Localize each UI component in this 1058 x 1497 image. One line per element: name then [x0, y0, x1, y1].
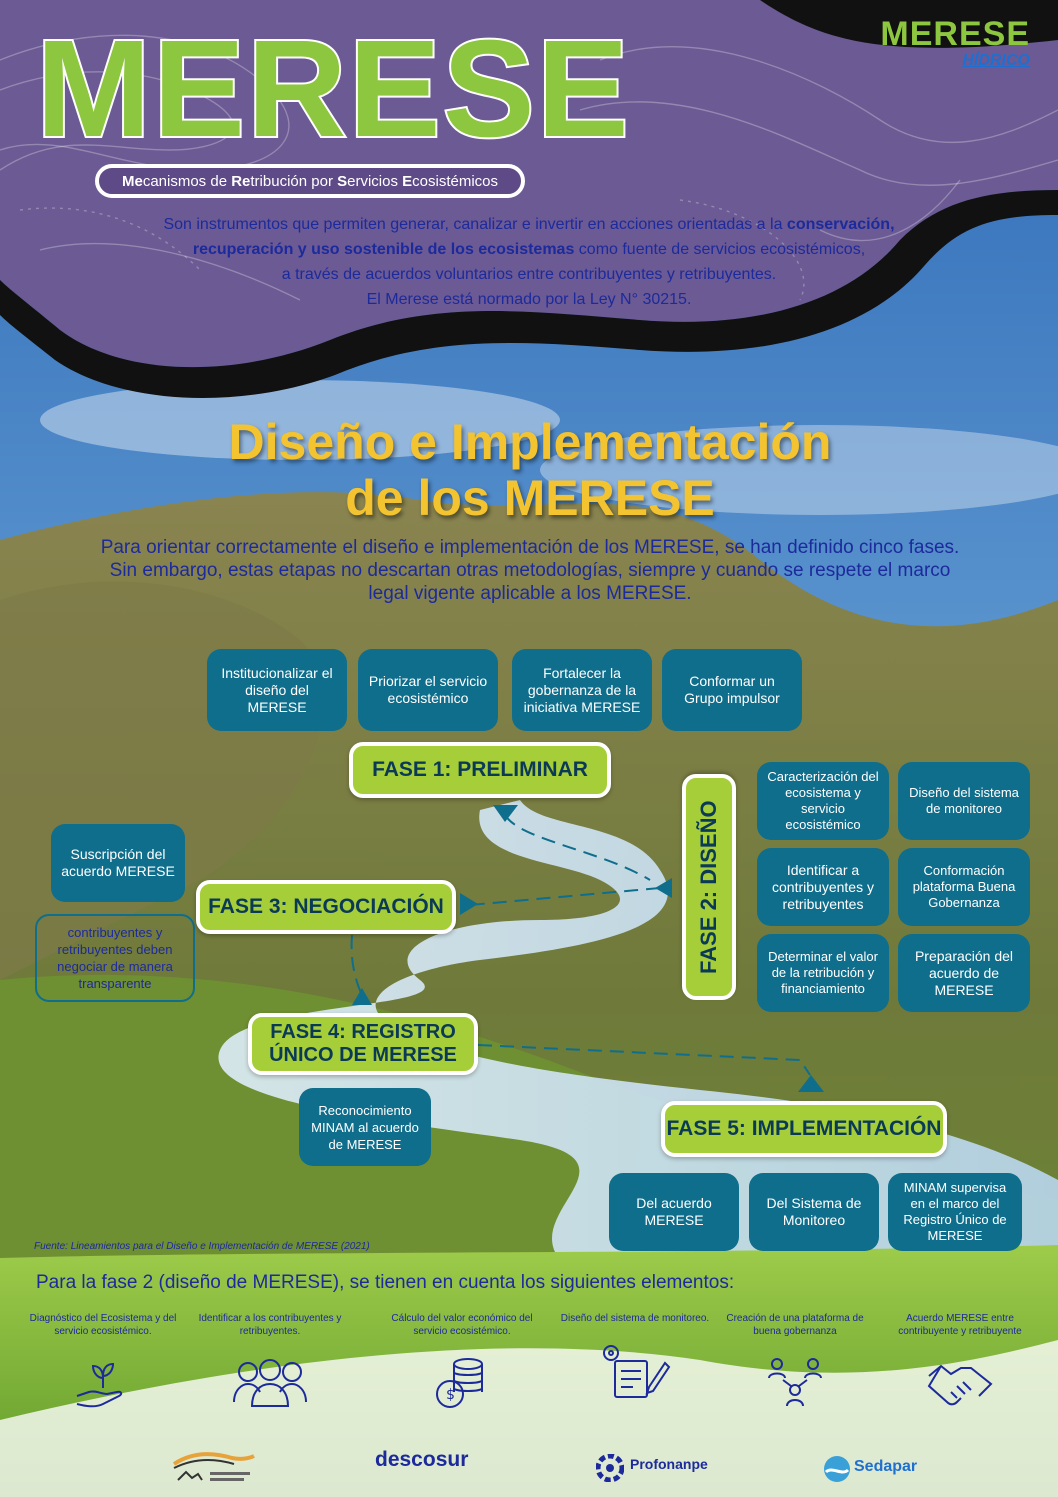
- logo-sub-text: HÍDRICO: [962, 52, 1030, 69]
- f4-box: Reconocimiento MINAM al acuerdo de MERES…: [299, 1088, 431, 1166]
- acronym-part-3-rest: ervicios: [347, 172, 403, 190]
- f3-box: Suscripción del acuerdo MERESE: [51, 824, 185, 902]
- acronym-badge: Mecanismos de Retribución por Servicios …: [95, 164, 525, 198]
- merese-hidrico-logo: MERESE HÍDRICO: [862, 16, 1030, 76]
- element-5-label: Creación de una plataforma de buena gobe…: [726, 1313, 864, 1337]
- f1-box-3: Fortalecer la gobernanza de la iniciativ…: [512, 649, 652, 731]
- main-title-line1: Diseño e Implementación: [228, 414, 832, 470]
- intro-text: Son instrumentos que permiten generar, c…: [60, 212, 998, 312]
- main-subtitle: Para orientar correctamente el diseño e …: [100, 537, 960, 604]
- element-4-label: Diseño del sistema de monitoreo.: [560, 1313, 710, 1324]
- bottom-heading: Para la fase 2 (diseño de MERESE), se ti…: [36, 1272, 735, 1293]
- f5-box-3: MINAM supervisa en el marco del Registro…: [888, 1173, 1022, 1251]
- element-2-label: Identificar a los contribuyentes y retri…: [198, 1313, 342, 1337]
- element-4: Diseño del sistema de monitoreo.: [555, 1312, 715, 1399]
- main-title: Diseño e Implementación de los MERESE: [100, 414, 960, 526]
- element-5: Creación de una plataforma de buena gobe…: [715, 1312, 875, 1412]
- f2-box-4: Conformación plataforma Buena Gobernanza: [898, 848, 1030, 926]
- main-title-line2: de los MERESE: [345, 470, 715, 526]
- phase-5-label: FASE 5: IMPLEMENTACIÓN: [661, 1101, 947, 1157]
- water-drop-logo-icon: [824, 1456, 850, 1482]
- acronym-part-2-bold: Re: [231, 172, 251, 190]
- acronym-part-1-bold: Me: [121, 172, 143, 190]
- f5-box-2: Del Sistema de Monitoreo: [749, 1173, 879, 1251]
- f5-box-1: Del acuerdo MERESE: [609, 1173, 739, 1251]
- acronym-part-1-rest: canismos de: [142, 172, 232, 190]
- phase-4-label: FASE 4: REGISTRO ÚNICO DE MERESE: [248, 1013, 478, 1075]
- element-2: Identificar a los contribuyentes y retri…: [190, 1312, 350, 1410]
- acronym-part-4-bold: E: [402, 172, 413, 190]
- element-6-label: Acuerdo MERESE entre contribuyente y ret…: [898, 1313, 1022, 1337]
- hand-plant-icon: [76, 1362, 123, 1408]
- partner-descosur: descosur: [375, 1448, 469, 1471]
- profonanpe-logo: [595, 1453, 625, 1486]
- svg-text:$: $: [446, 1387, 455, 1403]
- f3-note: contribuyentes y retribuyentes deben neg…: [35, 914, 195, 1002]
- partner-sedapar: Sedapar: [854, 1458, 918, 1475]
- f2-box-2: Diseño del sistema de monitoreo: [898, 762, 1030, 840]
- element-6: Acuerdo MERESE entre contribuyente y ret…: [880, 1312, 1040, 1410]
- intro-line2b: como fuente de servicios ecosistémicos,: [574, 241, 866, 258]
- handshake-icon: [927, 1364, 993, 1406]
- source-note: Fuente: Lineamientos para el Diseño e Im…: [34, 1241, 370, 1252]
- flower-logo-icon: [595, 1453, 625, 1483]
- element-1: Diagnóstico del Ecosistema y del servici…: [23, 1312, 183, 1410]
- intro-line2a: recuperación y uso sostenible de los eco…: [192, 241, 575, 258]
- f2-box-3: Identificar a contribuyentes y retribuye…: [757, 848, 889, 926]
- element-3: Cálculo del valor económico del servicio…: [382, 1312, 542, 1410]
- acronym-part-4-rest: cosistémicos: [412, 172, 499, 190]
- phase-1-label: FASE 1: PRELIMINAR: [349, 742, 611, 798]
- intro-line1a: Son instrumentos que permiten generar, c…: [163, 216, 787, 233]
- logo-main-text: MERESE: [880, 15, 1030, 53]
- acronym-part-3-bold: S: [337, 172, 348, 190]
- phase-2-label: FASE 2: DISEÑO: [682, 774, 736, 1000]
- coins-icon: $: [436, 1358, 483, 1408]
- group-icon: [233, 1359, 307, 1407]
- mountain-logo-icon: [172, 1452, 255, 1481]
- acronym-part-2-rest: tribución por: [250, 172, 338, 190]
- f2-box-1: Caracterización del ecosistema y servici…: [757, 762, 889, 840]
- network-icon: [768, 1358, 822, 1407]
- f2-box-6: Preparación del acuerdo de MERESE: [898, 934, 1030, 1012]
- element-1-label: Diagnóstico del Ecosistema y del servici…: [29, 1313, 177, 1337]
- partner-logo-1: [172, 1446, 256, 1490]
- merese-title: MERESE: [34, 12, 631, 166]
- sedapar-logo: [822, 1454, 852, 1488]
- partner-profonanpe: Profonanpe: [630, 1456, 708, 1472]
- f1-box-2: Priorizar el servicio ecosistémico: [358, 649, 498, 731]
- phase-3-label: FASE 3: NEGOCIACIÓN: [196, 880, 456, 934]
- f1-box-4: Conformar un Grupo impulsor: [662, 649, 802, 731]
- intro-line3: a través de acuerdos voluntarios entre c…: [281, 266, 777, 283]
- document-gear-icon: [603, 1345, 671, 1398]
- element-3-label: Cálculo del valor económico del servicio…: [391, 1313, 533, 1337]
- intro-line4: El Merese está normado por la Ley N° 302…: [366, 291, 692, 308]
- f1-box-1: Institucionalizar el diseño del MERESE: [207, 649, 347, 731]
- intro-line1b: conservación,: [786, 216, 895, 233]
- f2-box-5: Determinar el valor de la retribución y …: [757, 934, 889, 1012]
